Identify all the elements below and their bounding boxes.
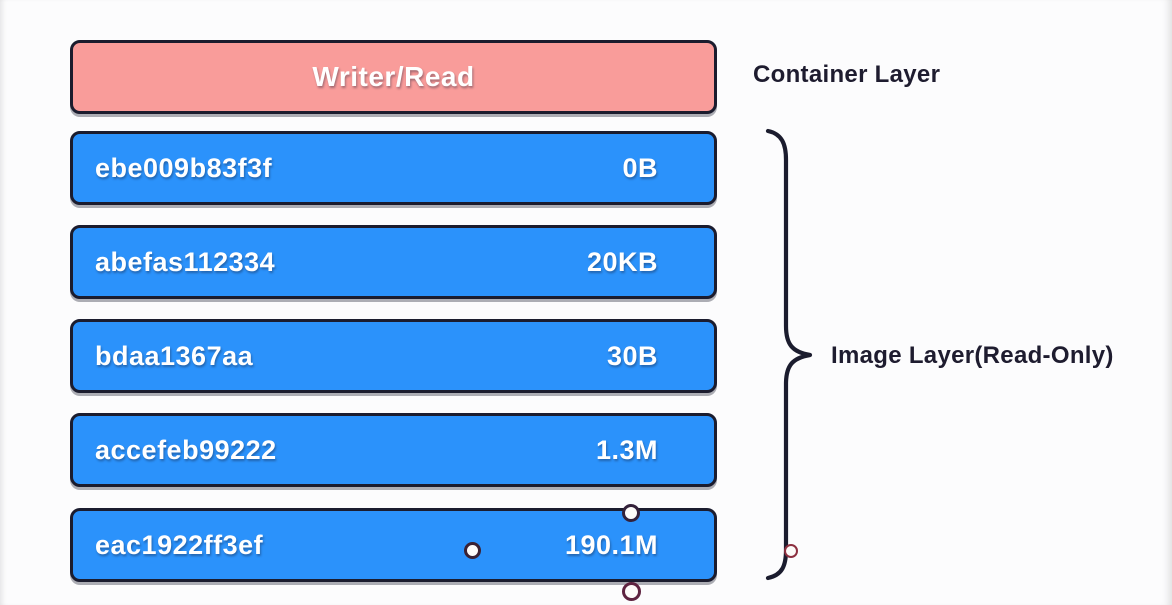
image-layer-box: ebe009b83f3f 0B — [70, 131, 717, 205]
image-layer-annotation: Image Layer(Read-Only) — [831, 342, 1114, 369]
container-layer-label: Writer/Read — [312, 61, 475, 92]
image-layer-box: bdaa1367aa 30B — [70, 319, 717, 393]
curly-brace-icon — [765, 128, 813, 581]
image-layer-box: abefas112334 20KB — [70, 225, 717, 299]
image-layer-box: accefeb99222 1.3M — [70, 413, 717, 487]
selection-handle[interactable] — [622, 504, 640, 522]
layer-id: ebe009b83f3f — [95, 152, 273, 183]
selection-handle[interactable] — [622, 582, 641, 601]
container-layer-box: Writer/Read — [70, 40, 717, 114]
image-layer-box: eac1922ff3ef 190.1M — [70, 508, 717, 582]
layer-id: eac1922ff3ef — [95, 529, 264, 560]
container-layer-annotation: Container Layer — [753, 61, 941, 88]
layer-size: 20KB — [586, 246, 658, 277]
layer-id: abefas112334 — [95, 246, 276, 277]
layer-size: 0B — [622, 152, 658, 183]
selection-handle[interactable] — [464, 542, 481, 559]
layer-id: bdaa1367aa — [95, 340, 254, 371]
layer-size: 190.1M — [564, 529, 658, 560]
layer-size: 30B — [606, 340, 658, 371]
layer-size: 1.3M — [595, 434, 658, 465]
layer-id: accefeb99222 — [95, 434, 277, 465]
selection-handle[interactable] — [784, 544, 798, 558]
